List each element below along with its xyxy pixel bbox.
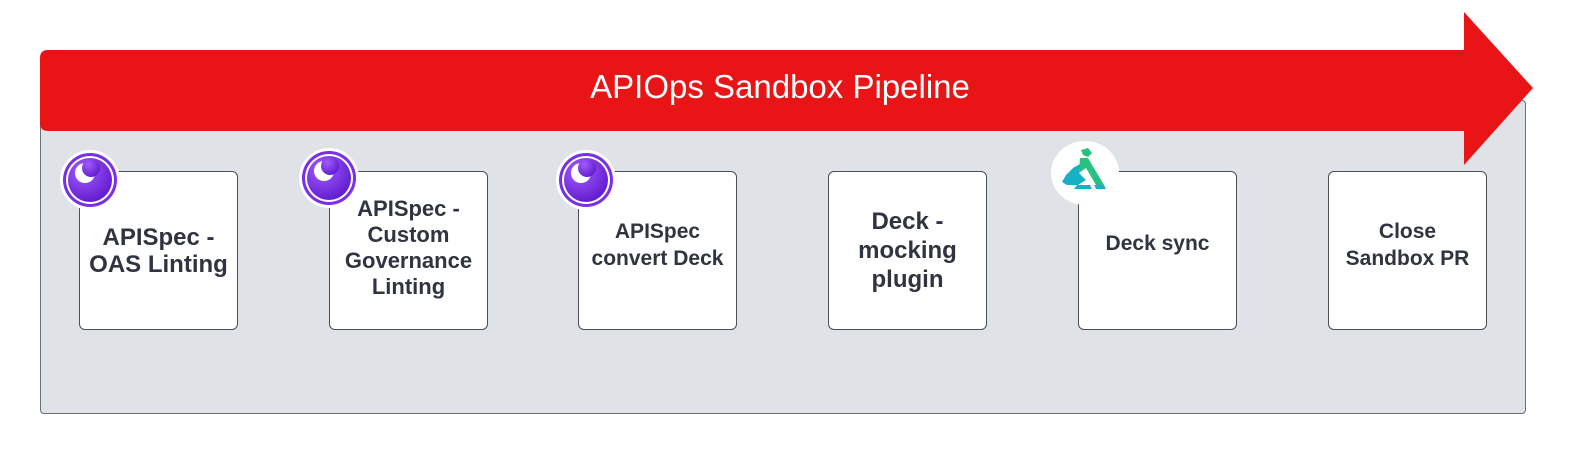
step-label: APISpec convert Deck (591, 219, 724, 270)
step-deck-sync[interactable]: Deck sync (1078, 171, 1237, 330)
step-close-sandbox-pr[interactable]: Close Sandbox PR (1328, 171, 1487, 330)
insomnia-icon (299, 148, 359, 208)
step-label: APISpec - Custom Governance Linting (344, 195, 473, 299)
step-label: Deck - mocking plugin (858, 208, 957, 293)
kong-icon (1051, 141, 1119, 205)
pipeline-panel (40, 100, 1526, 414)
step-label: Deck sync (1105, 231, 1210, 255)
step-mocking-plugin[interactable]: Deck - mocking plugin (828, 171, 987, 330)
pipeline-title: APIOps Sandbox Pipeline (590, 68, 970, 105)
step-label: APISpec - OAS Linting (89, 223, 228, 278)
step-custom-governance-linting[interactable]: APISpec - Custom Governance Linting (329, 171, 488, 330)
step-oas-linting[interactable]: APISpec - OAS Linting (79, 171, 238, 330)
insomnia-icon (556, 150, 616, 210)
insomnia-icon (60, 150, 120, 210)
step-label: Close Sandbox PR (1345, 219, 1470, 270)
